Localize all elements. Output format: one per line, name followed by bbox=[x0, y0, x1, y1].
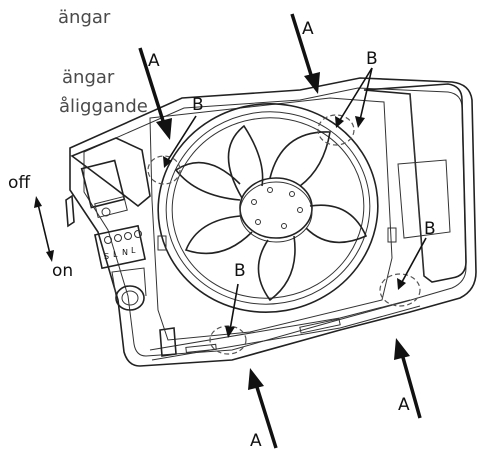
label-b-right: B bbox=[424, 219, 436, 239]
terminal-label-s: S bbox=[104, 252, 109, 261]
pointer-b-bottom: B bbox=[225, 261, 246, 338]
fan-impeller bbox=[157, 103, 397, 313]
mounting-spot-bottom-left bbox=[209, 325, 247, 355]
label-b-bottom: B bbox=[234, 261, 246, 281]
label-b-top-left: B bbox=[192, 95, 204, 115]
switch-indicator: off on bbox=[8, 173, 73, 281]
side-text-line-3: åliggande bbox=[59, 96, 148, 117]
arrow-a-bottom-right: A bbox=[394, 338, 422, 419]
label-on: on bbox=[52, 261, 73, 281]
terminal-block-area: S L N L bbox=[65, 137, 177, 357]
label-a-bottom: A bbox=[250, 431, 262, 451]
mounting-spot-top-right bbox=[317, 114, 355, 146]
mounting-spot-bottom-right bbox=[379, 273, 421, 307]
pointer-b-right: B bbox=[397, 219, 436, 290]
label-a-bottom-right: A bbox=[398, 395, 410, 415]
side-text-line-2: ängar bbox=[62, 67, 115, 88]
pointer-b-top-right: B bbox=[335, 49, 378, 128]
side-text-line-1: ängar bbox=[58, 7, 111, 28]
terminal-label-l2: L bbox=[131, 246, 136, 255]
terminal-label-l: L bbox=[113, 250, 118, 259]
label-a-top-right: A bbox=[302, 19, 314, 39]
terminal-label-n: N bbox=[122, 248, 128, 257]
pointer-b-top-left: B bbox=[163, 95, 204, 168]
arrow-a-bottom: A bbox=[248, 368, 278, 451]
label-b-top-right: B bbox=[366, 49, 378, 69]
fan-housing bbox=[69, 77, 477, 367]
label-off: off bbox=[8, 173, 31, 193]
mounting-spots bbox=[147, 114, 421, 355]
arrow-a-top-left: A bbox=[138, 47, 172, 140]
arrow-a-top-right: A bbox=[290, 13, 320, 94]
mounting-spot-top-left bbox=[147, 155, 181, 185]
label-a-top-left: A bbox=[148, 51, 160, 71]
